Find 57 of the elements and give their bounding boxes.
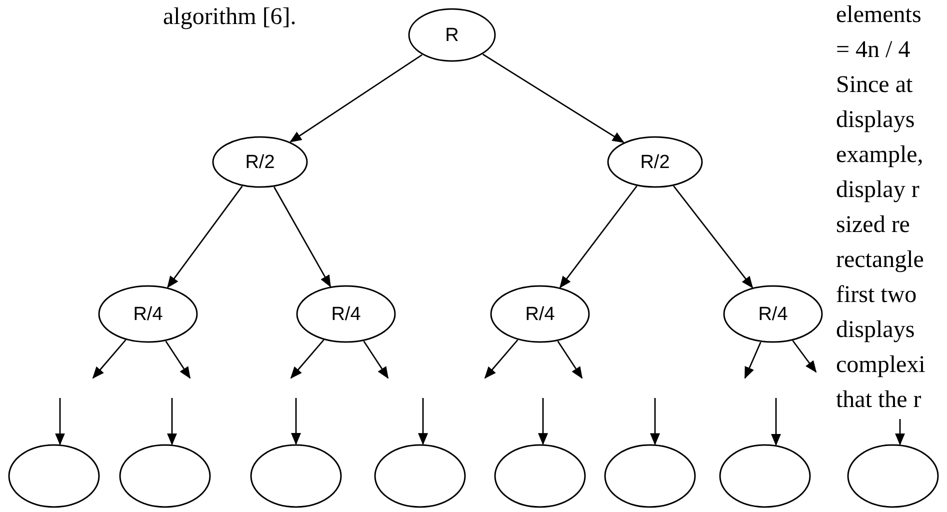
node-label: R/4	[133, 304, 163, 324]
ellipse-node	[212, 136, 308, 188]
arrow	[363, 340, 389, 379]
arrow	[771, 398, 781, 446]
arrow	[167, 186, 243, 288]
arrow	[418, 398, 428, 446]
text-fragment: displays	[836, 316, 915, 345]
text-fragment: display r	[836, 176, 920, 205]
arrow	[673, 186, 754, 288]
arrow	[482, 54, 624, 143]
text-fragment: = 4n / 4	[836, 36, 910, 65]
node-label: R	[445, 26, 459, 44]
ellipse-node	[296, 285, 396, 343]
ellipse-node	[98, 285, 198, 343]
arrow	[92, 340, 126, 379]
arrow	[273, 186, 332, 288]
arrow	[290, 340, 324, 379]
arrow	[291, 398, 301, 445]
text-fragment: example,	[836, 141, 924, 170]
text-fragment: complexi	[836, 351, 926, 380]
empty-ellipse	[847, 444, 939, 508]
arrow	[557, 340, 583, 379]
text-fragment: sized re	[836, 211, 910, 240]
text-fragment: Since at	[836, 71, 913, 100]
text-fragment: rectangle	[836, 246, 924, 275]
arrow	[538, 398, 548, 446]
text-fragment: elements	[836, 1, 922, 30]
ellipse-node	[723, 285, 823, 343]
empty-ellipse	[374, 444, 466, 508]
arrow	[895, 419, 905, 446]
text-fragment: that the r	[836, 386, 922, 415]
text-fragment: displays	[836, 106, 915, 135]
empty-ellipse	[8, 444, 100, 508]
arrow	[167, 398, 177, 446]
arrow	[484, 340, 518, 379]
node-label: R/4	[758, 304, 788, 324]
arrow	[165, 340, 191, 379]
empty-ellipse	[250, 444, 342, 508]
empty-ellipse	[494, 444, 586, 508]
text-fragment: algorithm [6].	[163, 3, 296, 32]
node-label: R/2	[245, 152, 275, 172]
empty-ellipse	[719, 444, 811, 508]
arrow	[560, 186, 638, 288]
empty-ellipse	[119, 444, 211, 508]
arrow	[744, 342, 762, 379]
text-fragment: first two	[836, 281, 917, 310]
arrow	[792, 340, 817, 373]
node-label: R/4	[525, 304, 555, 324]
empty-ellipse	[604, 444, 696, 508]
arrow	[290, 54, 422, 142]
ellipse-node	[490, 285, 590, 343]
ellipse-node	[607, 136, 703, 188]
arrow	[55, 398, 65, 446]
ellipse-node	[408, 8, 496, 62]
node-label: R/4	[331, 304, 361, 324]
arrow	[650, 398, 660, 446]
node-label: R/2	[640, 152, 670, 172]
